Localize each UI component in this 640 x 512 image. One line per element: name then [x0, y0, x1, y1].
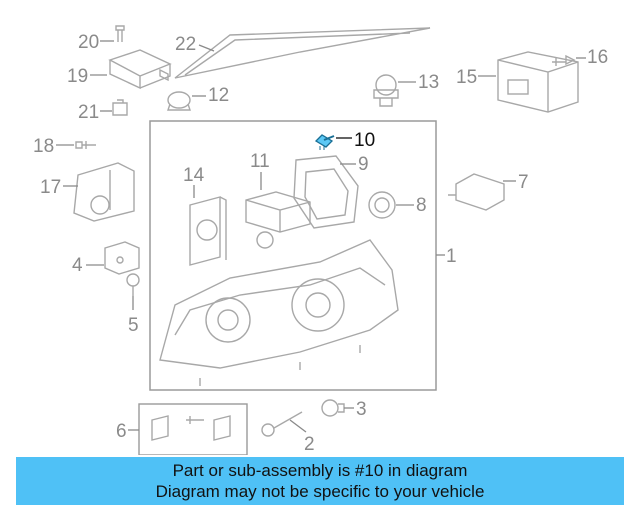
callout-21[interactable]: 21: [78, 102, 99, 123]
callout-6[interactable]: 6: [116, 421, 127, 442]
callout-18[interactable]: 18: [33, 136, 54, 157]
banner-line-disclaimer: Diagram may not be specific to your vehi…: [155, 482, 485, 501]
headlamp-housing[interactable]: [159, 239, 399, 386]
callout-10[interactable]: 10: [354, 130, 375, 151]
callout-20[interactable]: 20: [78, 32, 99, 53]
part-2-bolt[interactable]: [261, 411, 303, 437]
callout-9[interactable]: 9: [358, 154, 369, 175]
assembly-frame: [149, 120, 437, 391]
callout-4[interactable]: 4: [72, 255, 83, 276]
callout-3[interactable]: 3: [356, 399, 367, 420]
part-20-bolt[interactable]: [115, 25, 125, 42]
part-15-ballast[interactable]: [497, 51, 579, 113]
callout-13[interactable]: 13: [418, 72, 439, 93]
callout-1[interactable]: 1: [446, 246, 457, 267]
part-10-screw-highlighted[interactable]: [314, 134, 335, 150]
part-21-nut[interactable]: [112, 99, 128, 116]
part-7-xenon-bulb[interactable]: [448, 173, 505, 211]
part-5-screw[interactable]: [126, 273, 140, 296]
callout-5[interactable]: 5: [128, 315, 139, 336]
part-16-screw[interactable]: [552, 54, 576, 66]
part-22-trim-strip[interactable]: [174, 27, 431, 79]
callout-15[interactable]: 15: [456, 67, 477, 88]
part-13-bulb[interactable]: [373, 74, 399, 107]
part-14-bracket[interactable]: [189, 196, 227, 266]
part-17-bracket-module[interactable]: [73, 162, 135, 222]
callout-12[interactable]: 12: [208, 85, 229, 106]
part-12-cap[interactable]: [167, 91, 191, 111]
callout-16[interactable]: 16: [587, 47, 608, 68]
part-6-bracket-kit[interactable]: [138, 403, 248, 455]
info-banner: Part or sub-assembly is #10 in diagram D…: [16, 457, 624, 505]
callout-11[interactable]: 11: [250, 151, 270, 172]
callout-22[interactable]: 22: [175, 34, 196, 55]
part-18-screw[interactable]: [75, 141, 96, 149]
banner-line-part-number: Part or sub-assembly is #10 in diagram: [172, 461, 468, 480]
part-8-ring[interactable]: [368, 191, 396, 219]
parts-diagram: 1 20 19 21 22 12 13 15: [33, 25, 608, 455]
callout-14[interactable]: 14: [183, 165, 205, 186]
part-11-leveling-motor[interactable]: [245, 191, 311, 249]
part-19-control-module[interactable]: [108, 49, 172, 90]
part-3-clip[interactable]: [321, 399, 345, 417]
part-9-bracket-frame[interactable]: [293, 155, 359, 229]
callout-7[interactable]: 7: [518, 172, 529, 193]
callout-17[interactable]: 17: [40, 177, 61, 198]
part-4-bracket[interactable]: [104, 241, 140, 275]
callout-19[interactable]: 19: [67, 66, 88, 87]
callout-8[interactable]: 8: [416, 195, 427, 216]
callout-2[interactable]: 2: [304, 434, 315, 455]
